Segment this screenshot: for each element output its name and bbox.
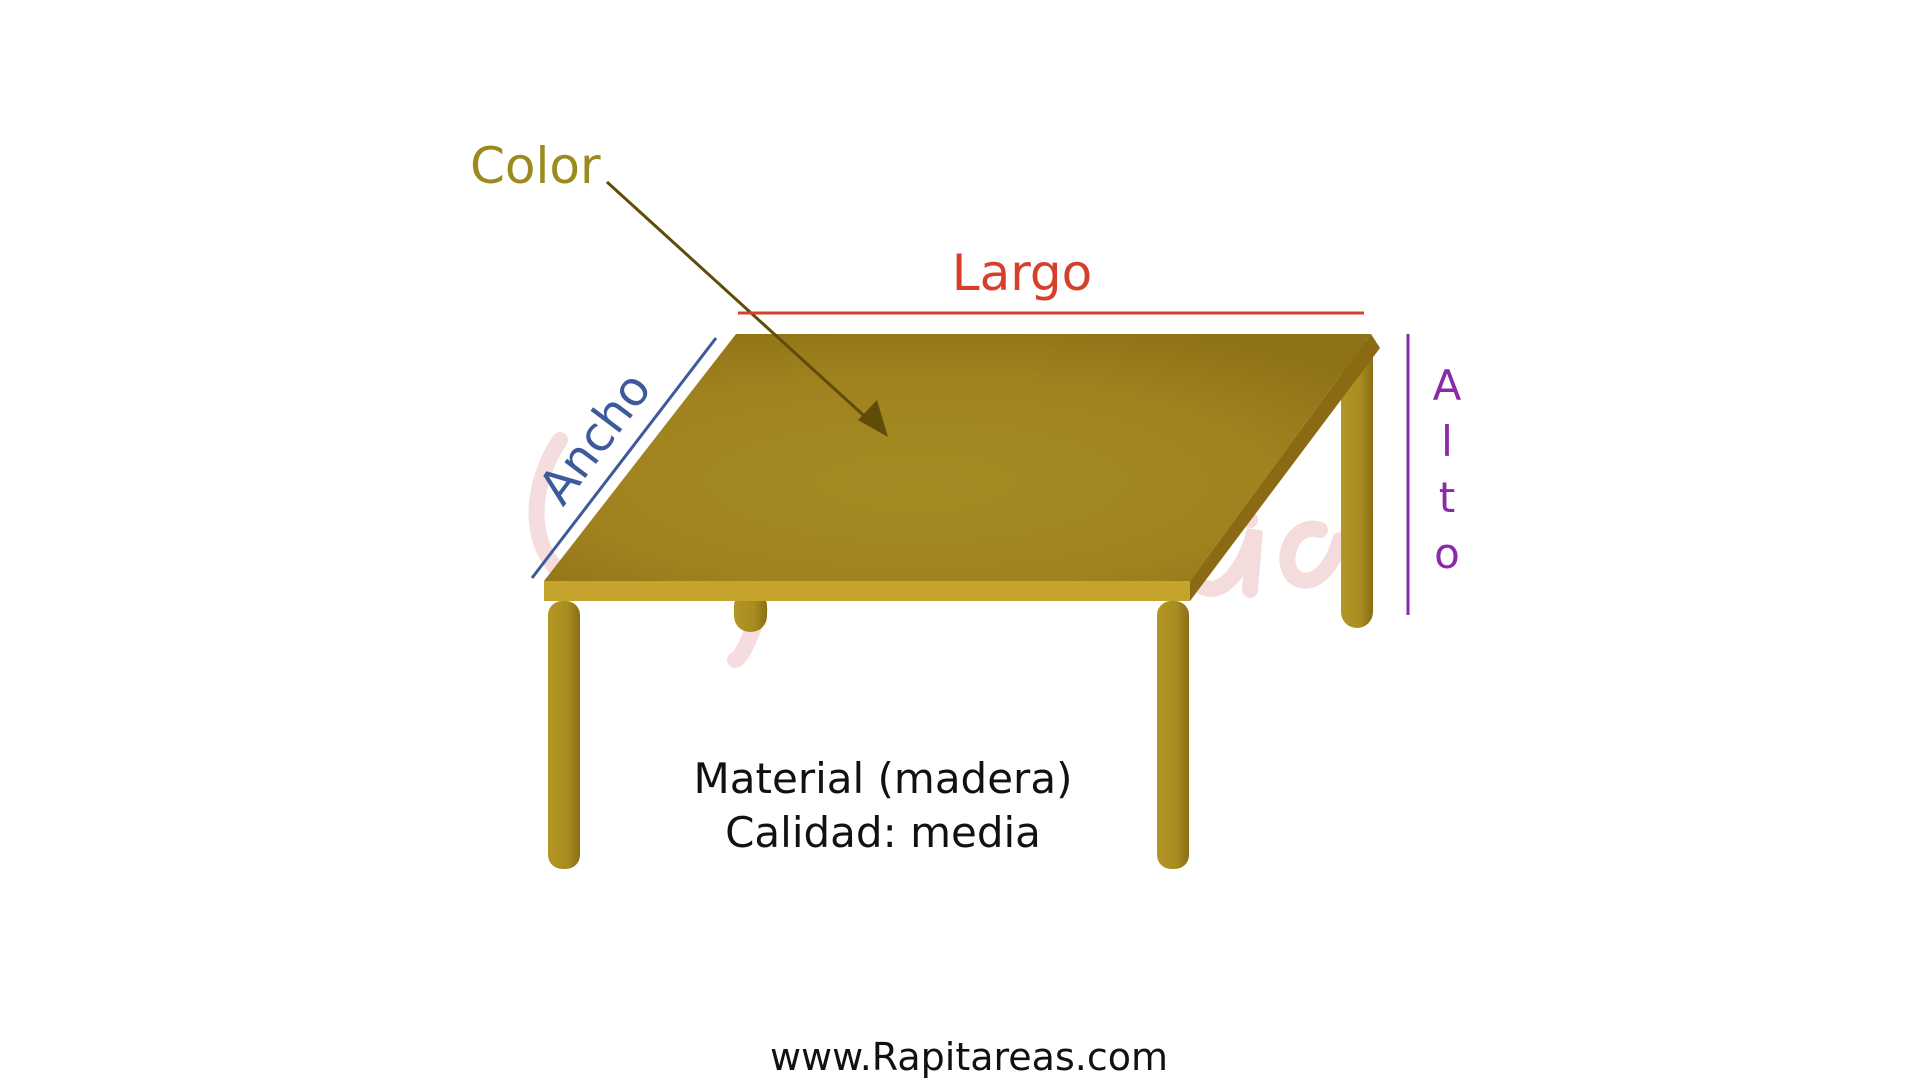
website-label: www.Rapitareas.com	[770, 1035, 1168, 1079]
material-label: Material (madera)	[694, 754, 1073, 803]
color-arrow-line	[605, 180, 874, 425]
table-leg-back-right	[1341, 340, 1373, 628]
calidad-label: Calidad: media	[725, 808, 1041, 857]
alto-letter: o	[1434, 529, 1460, 578]
table-top	[544, 334, 1371, 581]
alto-letter: t	[1439, 473, 1455, 522]
largo-label: Largo	[952, 244, 1093, 302]
ancho-line	[530, 337, 718, 579]
alto-letter: l	[1441, 417, 1453, 466]
table-front-edge	[544, 581, 1190, 601]
alto-letter: A	[1433, 361, 1462, 410]
table-leg-front-left	[548, 601, 580, 869]
color-label: Color	[470, 137, 601, 195]
table-side-edge	[1190, 334, 1380, 601]
color-arrow-head	[858, 400, 888, 437]
alto-label: A l t o	[1433, 361, 1462, 578]
table-leg-front-right	[1157, 601, 1189, 869]
